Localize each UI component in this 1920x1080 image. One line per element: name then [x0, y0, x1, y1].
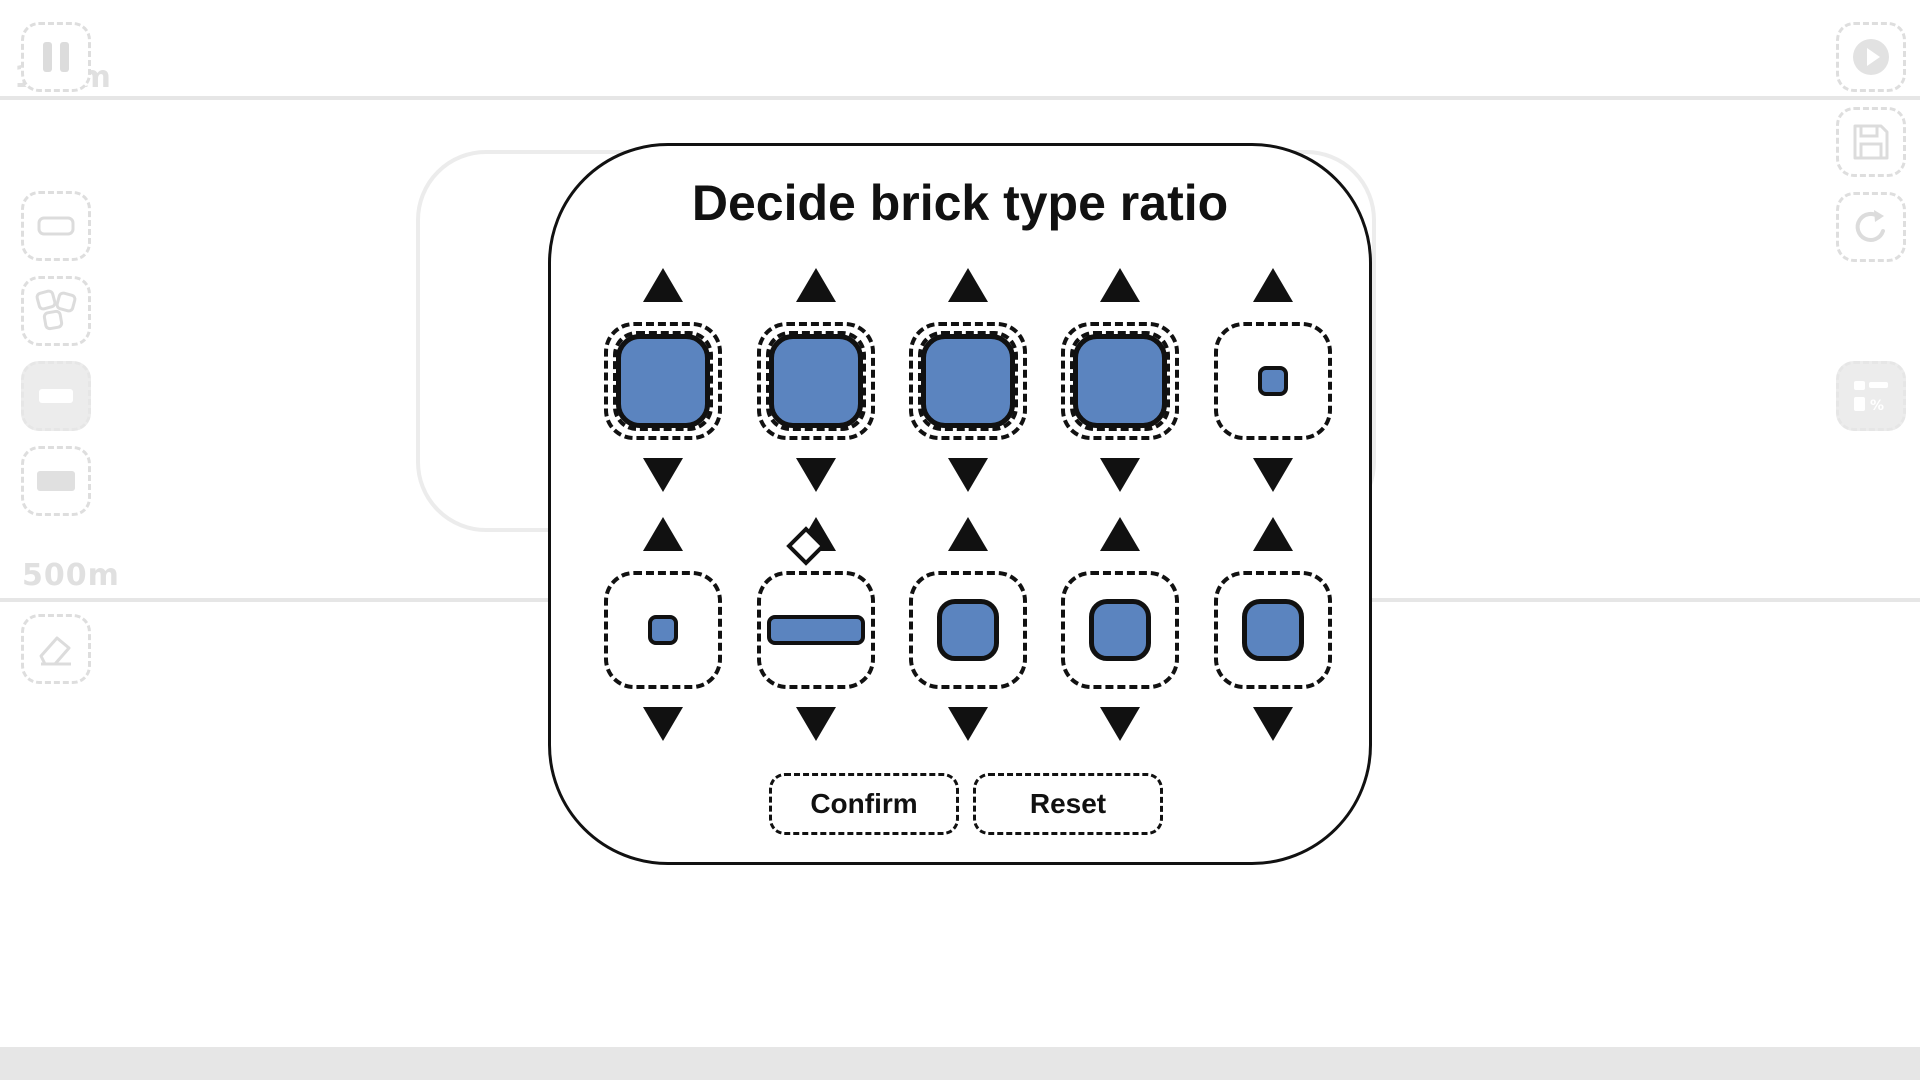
ratio-icon: %	[1854, 381, 1888, 414]
increase-arrow-icon[interactable]	[641, 515, 685, 553]
tool-brick-flat-button[interactable]	[21, 361, 91, 431]
brick-slot-r1c5[interactable]	[1214, 322, 1332, 440]
save-button[interactable]	[1836, 107, 1906, 177]
brick-wide-icon	[37, 471, 75, 491]
increase-arrow-icon[interactable]	[946, 515, 990, 553]
decrease-arrow-icon[interactable]	[1251, 456, 1295, 494]
decrease-arrow-icon[interactable]	[641, 456, 685, 494]
brick-ratio-dialog: Decide brick type ratio	[548, 143, 1372, 865]
reset-icon	[1855, 210, 1885, 242]
tool-brick-outline-button[interactable]	[21, 191, 91, 261]
reset-view-button[interactable]	[1836, 192, 1906, 262]
svg-text:%: %	[1870, 398, 1884, 414]
brick-ratio-button[interactable]: %	[1836, 361, 1906, 431]
brick-slot-r2c5[interactable]	[1214, 571, 1332, 689]
bottom-bar	[0, 1047, 1920, 1080]
tool-brick-wide-button[interactable]	[21, 446, 91, 516]
play-icon	[1853, 39, 1889, 75]
increase-arrow-icon[interactable]	[1251, 515, 1295, 553]
pause-button[interactable]	[21, 22, 91, 92]
brick-outline-icon	[37, 216, 75, 236]
increase-arrow-icon[interactable]	[641, 266, 685, 304]
decrease-arrow-icon[interactable]	[1098, 456, 1142, 494]
depth-line-top	[0, 96, 1920, 100]
increase-arrow-icon[interactable]	[1251, 266, 1295, 304]
brick-slot-r1c1[interactable]	[604, 322, 722, 440]
decrease-arrow-icon[interactable]	[794, 705, 838, 743]
brick-large-icon	[769, 334, 863, 428]
decrease-arrow-icon[interactable]	[1098, 705, 1142, 743]
play-button[interactable]	[1836, 22, 1906, 92]
eraser-icon	[39, 636, 71, 666]
increase-arrow-icon[interactable]	[794, 266, 838, 304]
brick-slot-r2c4[interactable]	[1061, 571, 1179, 689]
brick-large-icon	[921, 334, 1015, 428]
decrease-arrow-icon[interactable]	[1251, 705, 1295, 743]
dialog-title: Decide brick type ratio	[691, 175, 1229, 231]
brick-medium-icon	[1089, 599, 1151, 661]
brick-long-icon	[767, 615, 865, 645]
save-icon	[1853, 124, 1889, 160]
brick-slot-r1c2[interactable]	[757, 322, 875, 440]
decrease-arrow-icon[interactable]	[946, 705, 990, 743]
brick-small-icon	[1258, 366, 1288, 396]
increase-arrow-icon[interactable]	[1098, 515, 1142, 553]
depth-label-mid: 500m	[22, 558, 120, 593]
brick-large-icon	[1073, 334, 1167, 428]
pause-icon	[43, 42, 69, 72]
reset-button[interactable]: Reset	[973, 773, 1163, 835]
decrease-arrow-icon[interactable]	[641, 705, 685, 743]
brick-large-icon	[616, 334, 710, 428]
brick-medium-icon	[937, 599, 999, 661]
brick-medium-icon	[1242, 599, 1304, 661]
decrease-arrow-icon[interactable]	[946, 456, 990, 494]
tool-brick-shapes-button[interactable]	[21, 276, 91, 346]
brick-slot-r2c3[interactable]	[909, 571, 1027, 689]
brick-small-icon	[648, 615, 678, 645]
brick-slot-r1c3[interactable]	[909, 322, 1027, 440]
confirm-button[interactable]: Confirm	[769, 773, 959, 835]
brick-flat-icon	[39, 389, 73, 403]
increase-arrow-icon[interactable]	[794, 515, 838, 553]
brick-slot-r2c2[interactable]	[757, 571, 875, 689]
brick-slot-r1c4[interactable]	[1061, 322, 1179, 440]
eraser-button[interactable]	[21, 614, 91, 684]
decrease-arrow-icon[interactable]	[794, 456, 838, 494]
increase-arrow-icon[interactable]	[946, 266, 990, 304]
brick-slot-r2c1[interactable]	[604, 571, 722, 689]
increase-arrow-icon[interactable]	[1098, 266, 1142, 304]
brick-shapes-icon	[35, 289, 77, 331]
